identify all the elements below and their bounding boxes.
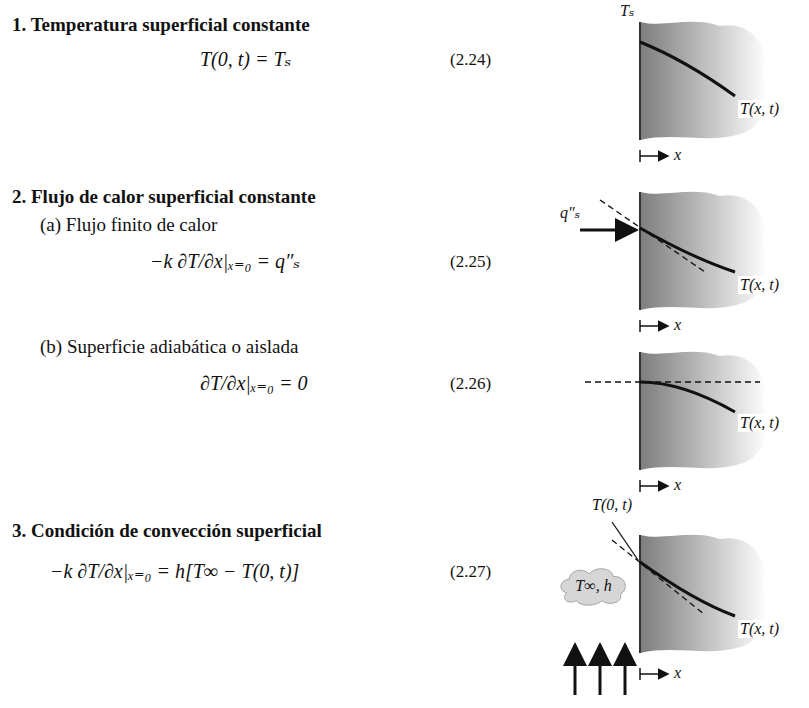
equation: −k ∂T/∂x|ₓ₌₀ = q″ₛ <box>150 250 300 273</box>
subsection-heading: (b) Superficie adiabática o aislada <box>40 336 299 358</box>
section-heading: 2. Flujo de calor superficial constante <box>12 186 316 208</box>
temperature-label: T(x, t) <box>738 620 781 638</box>
subsection-heading: (a) Flujo finito de calor <box>40 214 217 236</box>
axis-label: x <box>674 664 681 682</box>
temperature-label: T(x, t) <box>738 414 781 432</box>
equation: −k ∂T/∂x|ₓ₌₀ = h[T∞ − T(0, t)] <box>50 560 299 583</box>
equation-number: (2.24) <box>450 50 491 70</box>
surface-temperature-label: T(0, t) <box>590 496 634 514</box>
equation-number: (2.27) <box>450 562 491 582</box>
axis-label: x <box>674 146 681 164</box>
equation-number: (2.26) <box>450 374 491 394</box>
axis-label: x <box>674 316 681 334</box>
temperature-label: T(x, t) <box>738 276 781 294</box>
equation: ∂T/∂x|ₓ₌₀ = 0 <box>200 372 308 395</box>
axis-label: x <box>674 476 681 494</box>
heat-flux-label: q″ₛ <box>560 204 580 222</box>
equation-number: (2.25) <box>450 252 491 272</box>
temperature-label: T(x, t) <box>738 100 781 118</box>
section-heading: 3. Condición de convección superficial <box>12 520 322 542</box>
fluid-cloud: T∞, h <box>558 566 629 606</box>
equation: T(0, t) = Tₛ <box>200 48 291 71</box>
surface-temperature-label: Tₛ <box>620 2 634 20</box>
fluid-label: T∞, h <box>575 577 611 595</box>
section-heading: 1. Temperatura superficial constante <box>12 14 310 36</box>
